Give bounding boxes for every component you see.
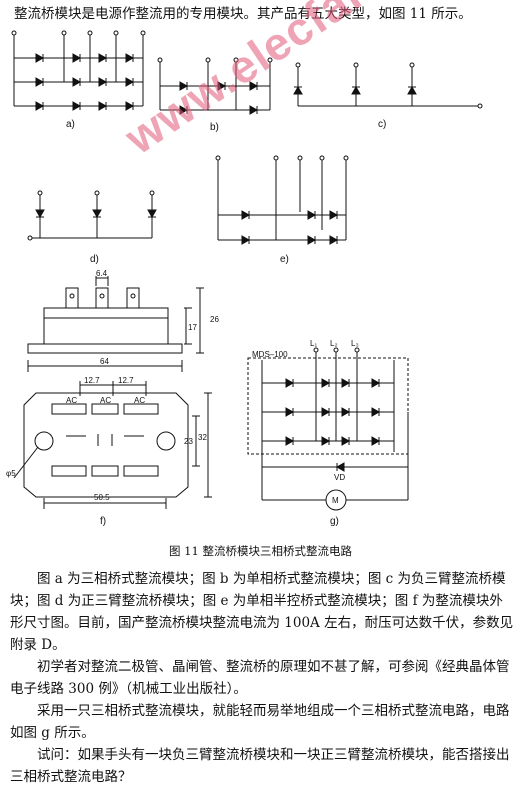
dim-12-7-b: 12.7 [118, 376, 134, 385]
label-d: d) [90, 254, 99, 265]
circuit-b [157, 57, 273, 115]
dim-12-7-a: 12.7 [84, 376, 100, 385]
paragraph-1: 图 a 为三相桥式整流模块；图 b 为单相桥式整流模块；图 c 为负三臂整流桥模… [10, 571, 514, 653]
body-text: 图 a 为三相桥式整流模块；图 b 为单相桥式整流模块；图 c 为负三臂整流桥模… [10, 568, 515, 788]
dim-17: 17 [188, 323, 197, 332]
label-g: g) [330, 516, 339, 527]
label-e: e) [280, 254, 289, 265]
paragraph-4: 试问：如果手头有一块负三臂整流桥模块和一块正三臂整流桥模块，能否搭接出三相桥式整… [10, 747, 510, 785]
label-c: c) [378, 119, 386, 130]
circuit-d [27, 190, 157, 241]
paragraph-2: 初学者对整流二极管、晶闸管、整流桥的原理如不甚了解，可参阅《经典晶体管电子线路 … [10, 659, 510, 697]
module-outline-f [13, 276, 212, 509]
ac-label-2: AC [100, 396, 111, 405]
ac-label-1: AC [66, 396, 77, 405]
vd-label: VD [334, 473, 345, 482]
dim-23: 23 [184, 437, 193, 446]
circuit-g [247, 347, 409, 511]
circuit-a [11, 30, 146, 111]
dim-26: 26 [210, 315, 219, 324]
label-a: a) [66, 119, 75, 130]
intro-text: 整流桥模块是电源作整流用的专用模块。其产品有五大类型，如图 11 所示。 [14, 6, 472, 22]
dim-32: 32 [198, 433, 207, 442]
ac-label-3: AC [134, 396, 145, 405]
label-b: b) [210, 122, 219, 133]
phase-l2: L₂ [330, 339, 338, 348]
figure-caption: 图 11 整流桥模块三相桥式整流电路 [169, 544, 352, 558]
motor-label: M [332, 496, 339, 505]
paragraph-3: 采用一只三相桥式整流模块，就能轻而易举地组成一个三相桥式整流电路，电路如图 g … [10, 703, 510, 741]
phase-l1: L₁ [310, 339, 317, 348]
circuit-c [293, 62, 483, 109]
dim-6-4: 6.4 [96, 269, 108, 278]
dim-50-5: 50.5 [94, 493, 110, 502]
label-f: f) [100, 516, 106, 527]
figure-11-diagrams: a) b) c) d) [6, 30, 483, 527]
model-label: MDS–100 [252, 350, 288, 359]
dim-64: 64 [100, 357, 109, 366]
phase-l3: L₃ [351, 339, 359, 348]
dim-phi5: φ5 [6, 469, 16, 478]
circuit-e [215, 155, 349, 245]
